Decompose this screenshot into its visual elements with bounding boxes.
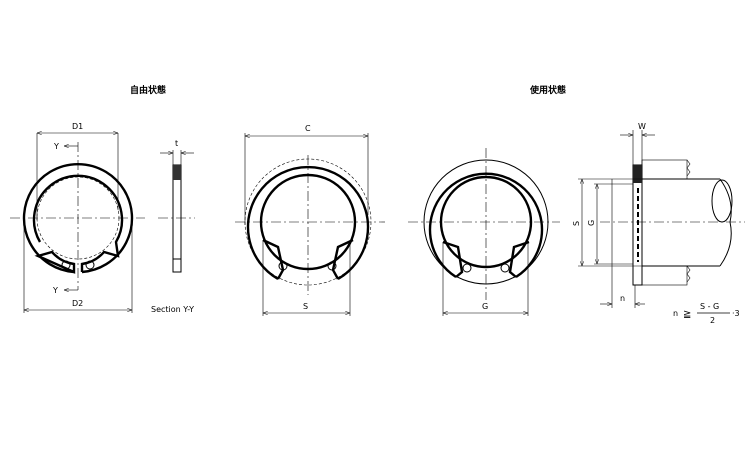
side-s-label: S bbox=[572, 221, 581, 226]
free-state-ring bbox=[10, 133, 145, 313]
n-label: n bbox=[620, 294, 625, 303]
installed-state-title: 使用状態 bbox=[529, 84, 566, 96]
d2-label: D2 bbox=[72, 299, 83, 308]
section-view bbox=[158, 150, 195, 273]
formula: n ≧ S - G 2 ·3 bbox=[673, 302, 740, 325]
free-state-title: 自由状態 bbox=[130, 84, 166, 96]
c-label: C bbox=[305, 124, 311, 133]
g-label: G bbox=[482, 302, 488, 311]
ring-on-shaft bbox=[235, 133, 385, 316]
formula-lhs: n bbox=[673, 309, 678, 318]
formula-operator: ≧ bbox=[683, 309, 691, 320]
y-top-label: Y bbox=[53, 142, 59, 151]
side-g-label: G bbox=[587, 220, 596, 226]
s-label: S bbox=[303, 302, 308, 311]
installed-ring bbox=[408, 148, 560, 316]
t-label: t bbox=[175, 139, 178, 148]
formula-denominator: 2 bbox=[710, 316, 715, 325]
formula-numerator: S - G bbox=[700, 302, 719, 311]
formula-factor: ·3 bbox=[732, 309, 740, 318]
y-bottom-label: Y bbox=[52, 286, 58, 295]
side-view bbox=[578, 130, 745, 308]
d1-label: D1 bbox=[72, 122, 83, 131]
section-label: Section Y-Y bbox=[151, 305, 194, 314]
w-label: W bbox=[638, 122, 646, 131]
